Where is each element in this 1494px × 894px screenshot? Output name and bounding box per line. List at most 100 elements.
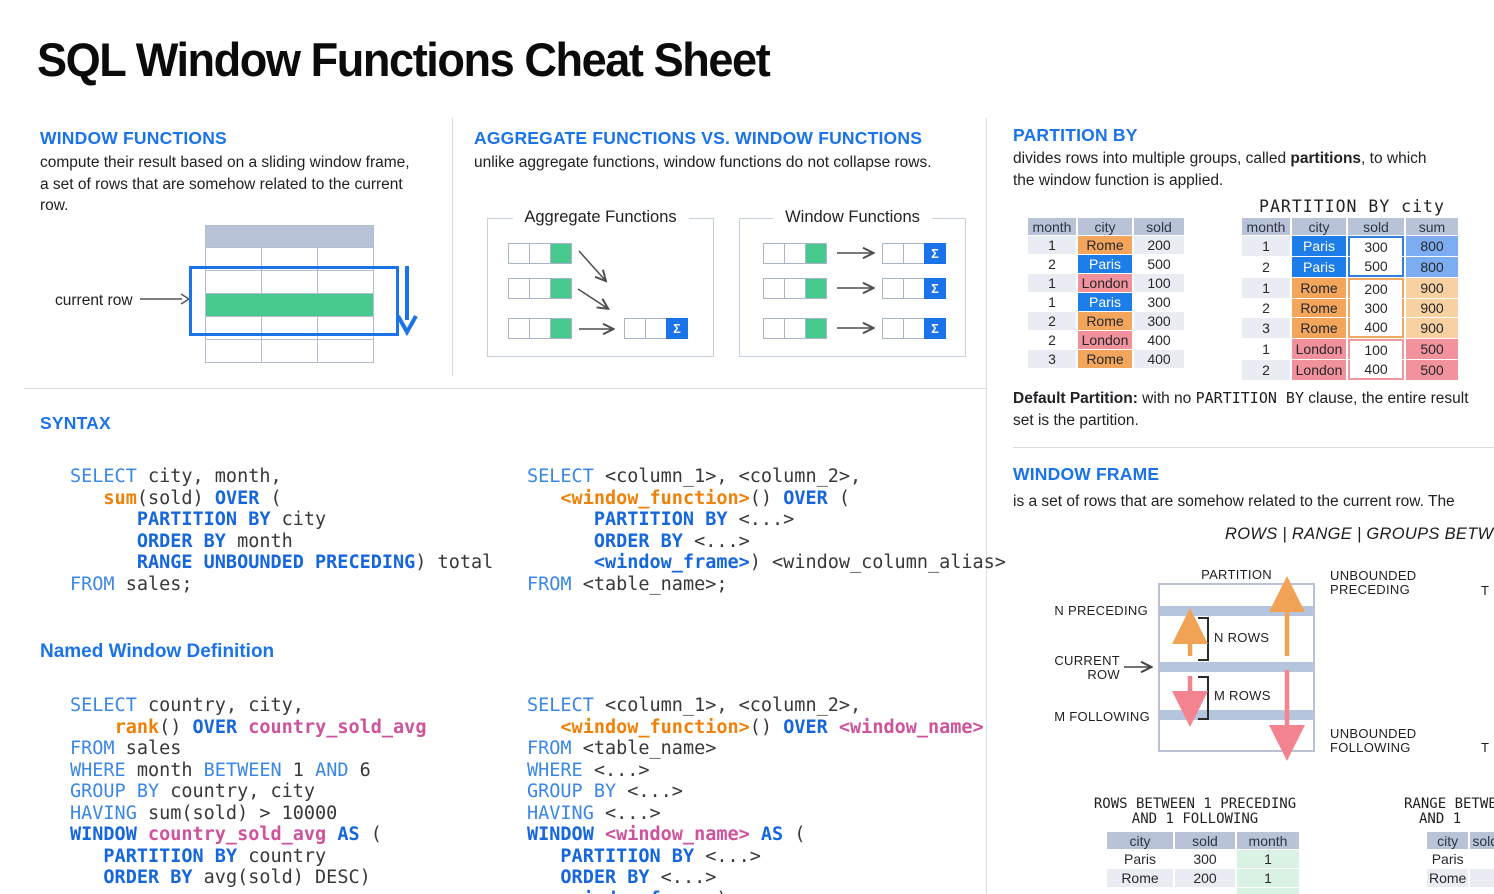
- table-cell: Rome: [1107, 869, 1173, 887]
- table-cell: [1470, 850, 1494, 868]
- table-cell: 1: [1028, 274, 1076, 292]
- window-panel-title: Window Functions: [773, 208, 932, 227]
- code-token: <column_1>, <column_2>,: [593, 466, 862, 487]
- table-cell: 400: [1134, 331, 1184, 349]
- table-cell: Paris: [1078, 255, 1132, 273]
- code-token: country, city,: [136, 695, 304, 716]
- code-line: SELECT country, city,: [70, 695, 426, 717]
- m-following-label: M FOLLOWING: [1054, 709, 1150, 724]
- code-token: country_sold_avg: [248, 716, 427, 738]
- table-cell: 900: [1406, 299, 1458, 317]
- column-header: city: [1078, 218, 1132, 235]
- code-token: <...>: [694, 845, 761, 867]
- result-strip: Σ: [882, 243, 946, 264]
- code-token: (: [359, 824, 382, 845]
- column-divider-2: [986, 118, 987, 894]
- code-token: [326, 824, 337, 845]
- per-row-arrows-icon: [837, 219, 965, 356]
- section-divider-right: [1013, 447, 1494, 448]
- current-row-band: [1160, 662, 1313, 672]
- table-cell: 800: [1406, 257, 1458, 277]
- window-frame-heading: WINDOW FRAME: [1013, 464, 1160, 484]
- table-cell: 300: [1134, 312, 1184, 330]
- slide-direction-arrow-icon: [396, 266, 418, 336]
- code-token: SELECT: [527, 466, 594, 487]
- code-line: PARTITION BY <...>: [527, 509, 1006, 531]
- code-line: FROM <table_name>: [527, 738, 984, 760]
- code-token: 1: [281, 759, 316, 781]
- code-token: SELECT: [527, 695, 594, 716]
- code-token: OVER: [783, 716, 828, 738]
- result-strip: Σ: [624, 318, 688, 339]
- code-token: <...>: [582, 759, 650, 781]
- code-token: GROUP BY: [527, 781, 617, 802]
- code-token: FROM: [70, 573, 115, 595]
- named-window-example-code: SELECT country, city, rank() OVER countr…: [70, 695, 426, 889]
- table-cell: 2: [1242, 299, 1290, 317]
- code-token: OVER: [783, 487, 828, 509]
- code-token: (sold): [136, 487, 215, 509]
- code-token: SELECT: [70, 695, 137, 716]
- code-token: [594, 824, 605, 845]
- window-frame-description: is a set of rows that are somehow relate…: [1013, 493, 1455, 510]
- frame-modes-label: ROWS | RANGE | GROUPS BETWEEN: [1225, 525, 1494, 543]
- code-line: PARTITION BY <...>: [527, 846, 984, 868]
- window-functions-panel: Window Functions Σ Σ Σ: [739, 208, 966, 357]
- code-token: <window_function>: [560, 487, 750, 509]
- code-token: [70, 531, 137, 552]
- note-text: clause, the entire result set is the par…: [1013, 390, 1469, 429]
- table-cell: Paris: [1427, 850, 1469, 868]
- code-line: ORDER BY month: [70, 531, 493, 553]
- code-token: [70, 717, 115, 738]
- row-strip: [763, 278, 827, 299]
- code-line: FROM sales: [70, 738, 426, 760]
- collapse-arrows-icon: [577, 250, 713, 356]
- table-cell: 500: [1406, 360, 1458, 380]
- column-header: city: [1107, 832, 1173, 849]
- code-token: <window_name>: [838, 716, 984, 738]
- code-token: [70, 509, 137, 530]
- table-cell: 900: [1406, 278, 1458, 298]
- table-cell: Rome: [1292, 318, 1346, 338]
- code-token: <window_frame>: [560, 889, 716, 894]
- code-token: [70, 488, 103, 509]
- row-strip: [508, 318, 572, 339]
- code-token: country_sold_avg: [147, 824, 327, 845]
- table-cell: 800: [1406, 236, 1458, 256]
- table-cell: 200: [1134, 236, 1184, 254]
- code-token: rank: [114, 716, 160, 738]
- range-between-table: citysoldParisRome: [1425, 831, 1494, 888]
- table-cell: 2: [1028, 331, 1076, 349]
- table-cell: London: [1292, 339, 1346, 359]
- code-token: [527, 889, 560, 894]
- code-token: [527, 867, 560, 888]
- code-token: WINDOW: [527, 824, 594, 845]
- table-cell: [1175, 888, 1235, 894]
- code-line: WHERE month BETWEEN 1 AND 6: [70, 760, 426, 782]
- code-line: <window_function>() OVER <window_name>: [527, 716, 984, 739]
- code-token: PARTITION BY: [103, 845, 238, 867]
- default-partition-note: Default Partition: with no PARTITION BY …: [1013, 387, 1471, 432]
- table-cell: Paris: [1107, 850, 1173, 868]
- code-token: month: [225, 530, 293, 552]
- code-token: ): [716, 889, 727, 894]
- code-token: WHERE: [70, 759, 126, 781]
- current-row-band: [206, 294, 373, 316]
- code-token: [70, 867, 103, 888]
- table-cell: [1470, 869, 1494, 887]
- column-header: sum: [1406, 218, 1458, 235]
- table-cell: 300: [1134, 293, 1184, 311]
- rows-between-caption-line2: AND 1 FOLLOWING: [1131, 811, 1259, 827]
- code-token: ORDER BY: [103, 867, 193, 888]
- note-bold: Default Partition:: [1013, 390, 1138, 407]
